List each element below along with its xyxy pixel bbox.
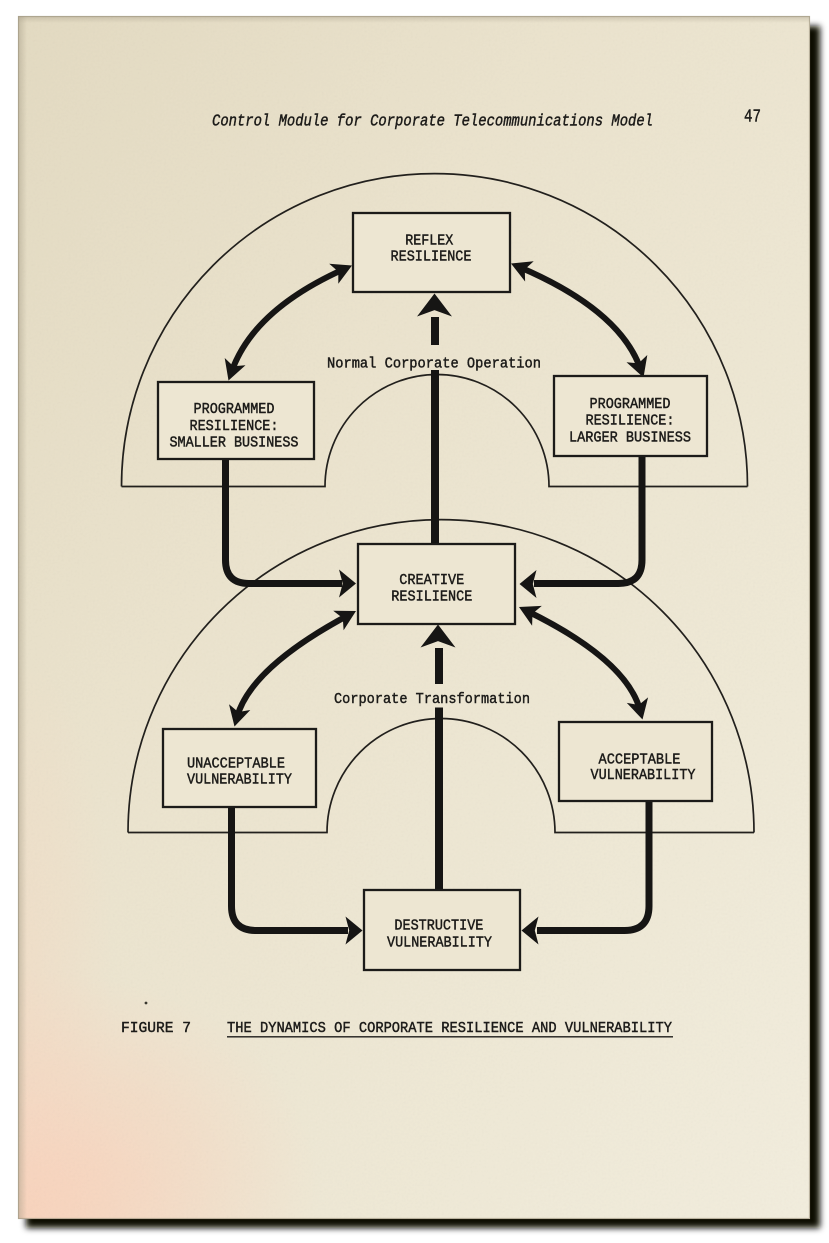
svg-text:UNACCEPTABLE: UNACCEPTABLE: [187, 756, 285, 773]
svg-text:RESILIENCE:: RESILIENCE:: [190, 418, 279, 435]
svg-text:THE DYNAMICS OF CORPORATE RESI: THE DYNAMICS OF CORPORATE RESILIENCE AND…: [227, 1020, 672, 1037]
svg-text:SMALLER BUSINESS: SMALLER BUSINESS: [170, 435, 299, 452]
svg-text:Normal Corporate Operation: Normal Corporate Operation: [327, 356, 541, 373]
svg-text:PROGRAMMED: PROGRAMMED: [590, 396, 671, 413]
svg-text:PROGRAMMED: PROGRAMMED: [194, 401, 275, 418]
svg-text:ACCEPTABLE: ACCEPTABLE: [599, 751, 681, 768]
svg-text:Corporate Transformation: Corporate Transformation: [334, 691, 530, 708]
svg-text:47: 47: [744, 108, 761, 128]
svg-text:VULNERABILITY: VULNERABILITY: [187, 772, 292, 789]
svg-text:CREATIVE: CREATIVE: [399, 572, 464, 589]
svg-text:FIGURE 7: FIGURE 7: [121, 1020, 191, 1037]
svg-text:RESILIENCE:: RESILIENCE:: [586, 413, 675, 430]
svg-text:VULNERABILITY: VULNERABILITY: [387, 934, 492, 951]
svg-text:RESILIENCE: RESILIENCE: [391, 248, 472, 265]
svg-text:DESTRUCTIVE: DESTRUCTIVE: [394, 918, 483, 935]
svg-text:REFLEX: REFLEX: [405, 232, 453, 249]
svg-text:Control Module for Corporate T: Control Module for Corporate Telecommuni…: [212, 113, 653, 131]
svg-text:LARGER BUSINESS: LARGER BUSINESS: [569, 429, 691, 446]
svg-text:VULNERABILITY: VULNERABILITY: [591, 767, 696, 784]
svg-text:RESILIENCE: RESILIENCE: [391, 589, 472, 606]
